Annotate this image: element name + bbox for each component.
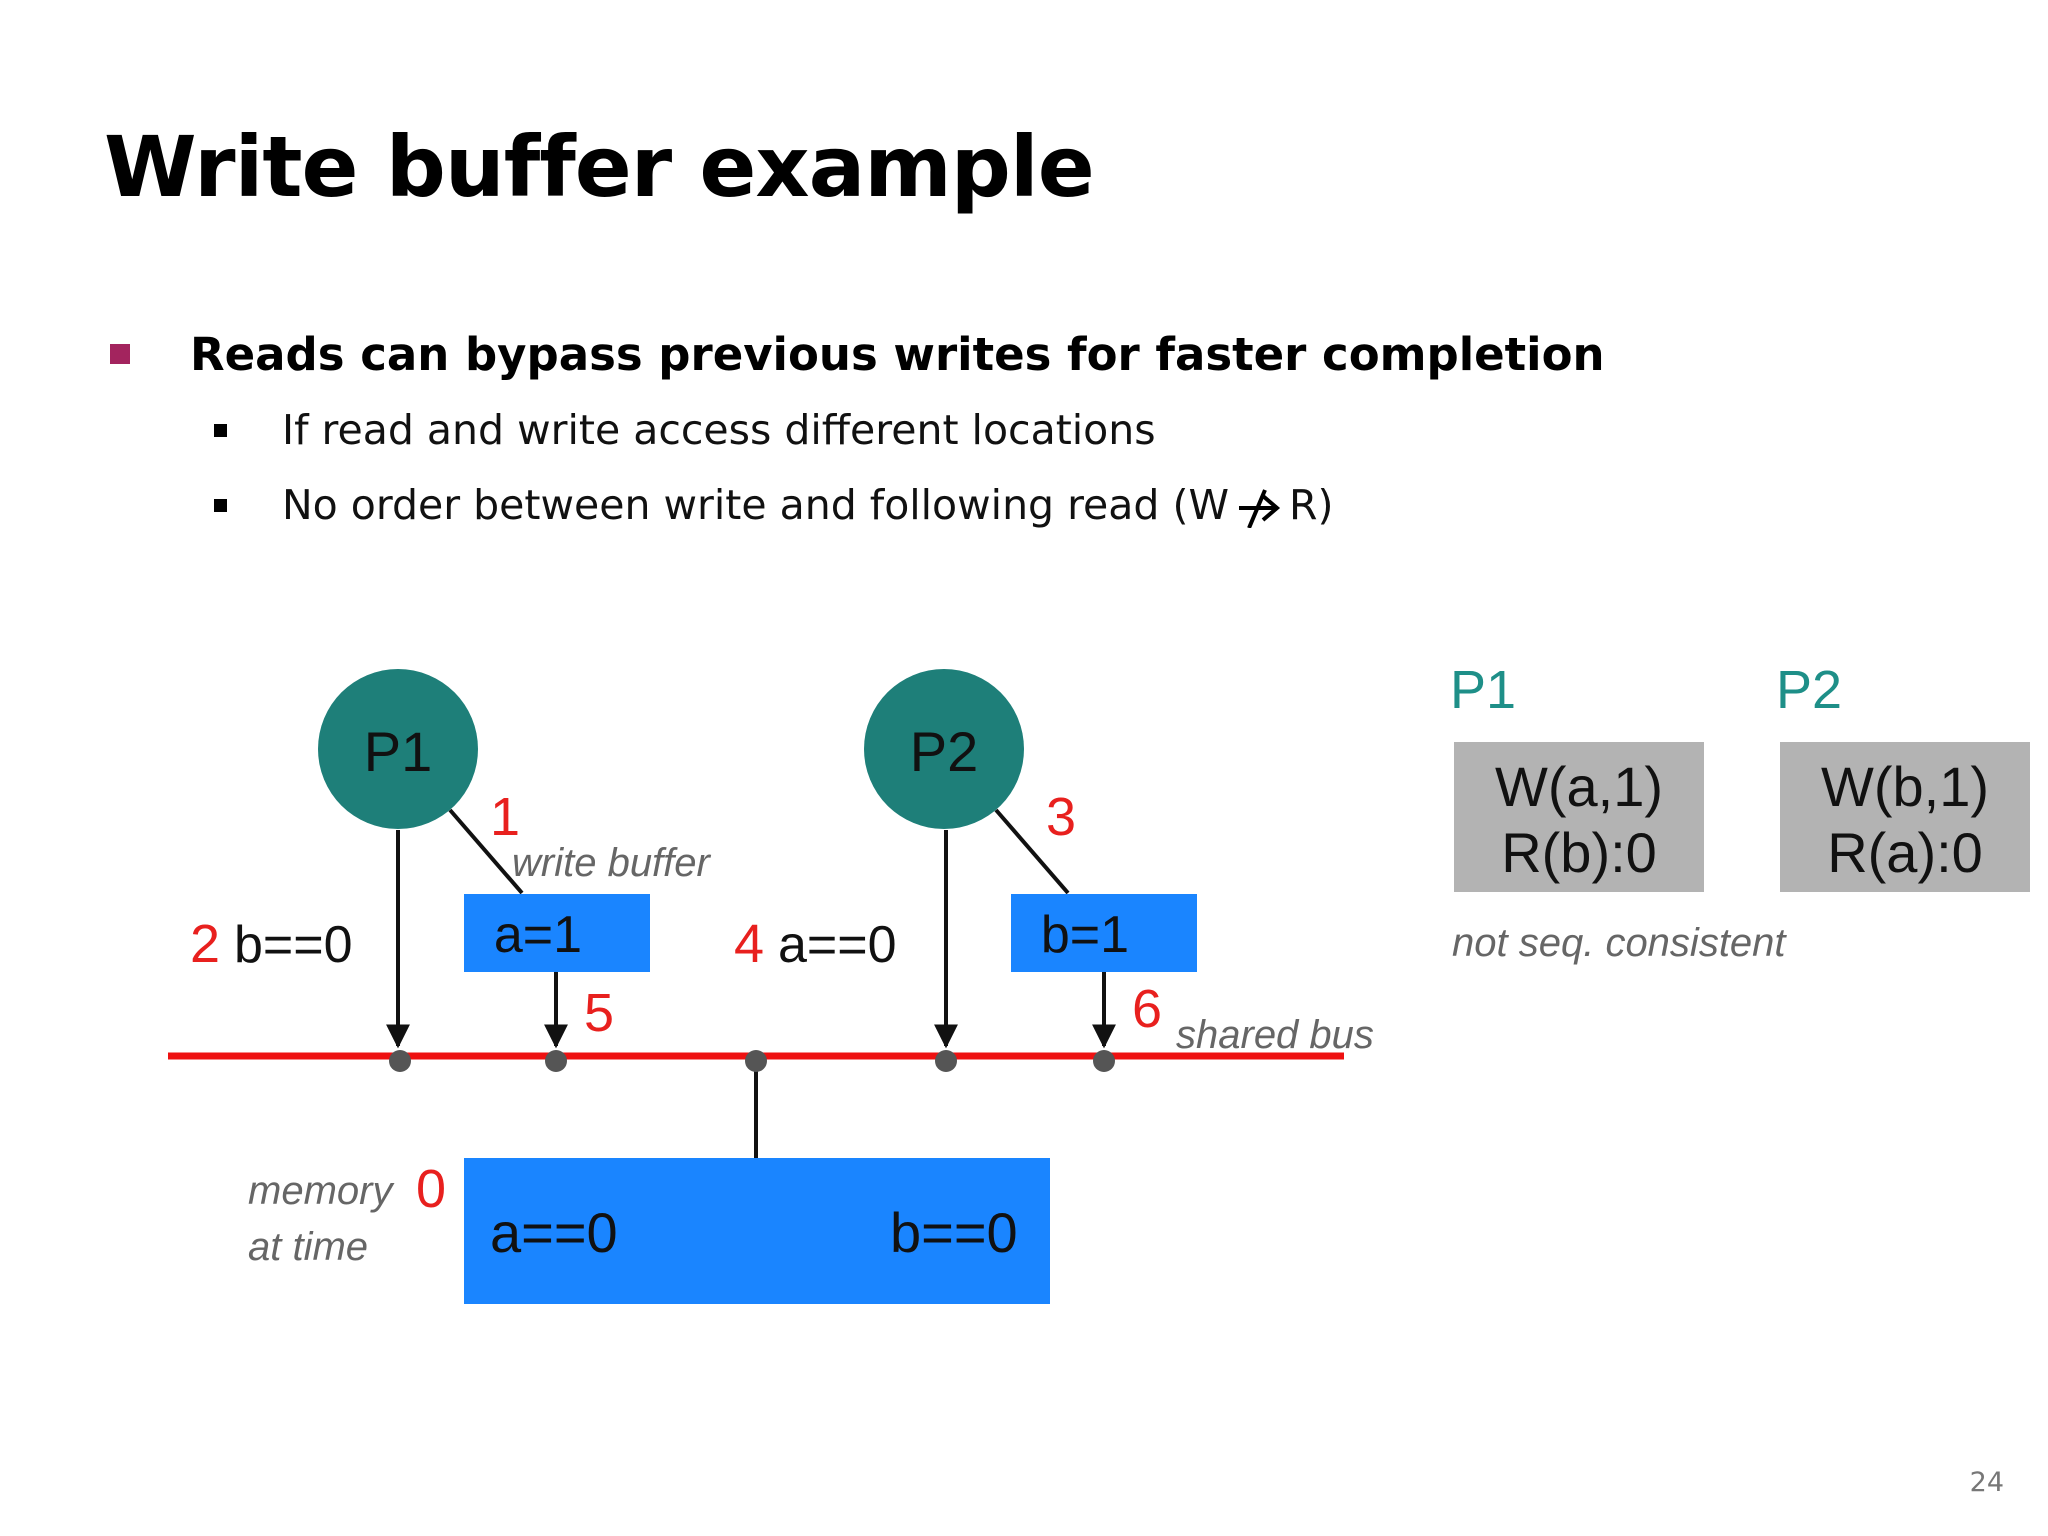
memory-label: memory [248,1169,395,1213]
sub-bullet-2-text-end: R) [1289,481,1334,529]
p2-read-value: a==0 [778,916,897,974]
trace-p2-op-2: R(a):0 [1827,821,1983,884]
step-5-number: 5 [584,983,614,1043]
processor-p1-circle [318,669,478,829]
sub-bullet-2-text-start: No order between write and following rea… [282,481,1230,529]
sub-bullet-2: No order between write and following rea… [214,477,1334,533]
bus-junction-dot [935,1050,957,1072]
trace-p1-header: P1 [1450,660,1516,720]
bus-junction-dot [745,1050,767,1072]
step-2-number: 2 [190,914,220,974]
step-3-number: 3 [1046,787,1076,847]
p1-buffer-value: a=1 [494,906,582,964]
memory-time-label: at time [248,1225,368,1269]
trace-p1-box [1454,742,1704,892]
step-1-number: 1 [490,787,520,847]
memory-a-value: a==0 [490,1201,618,1264]
step-6-number: 6 [1132,979,1162,1039]
shared-bus-label: shared bus [1176,1013,1374,1057]
bus-junction-dot [1093,1050,1115,1072]
sub-bullet-1-text: If read and write access different locat… [282,406,1156,454]
sub-bullet-2-text: No order between write and following rea… [282,481,1334,529]
memory-block [464,1158,1050,1304]
memory-b-value: b==0 [890,1201,1018,1264]
p1-read-value: b==0 [234,916,353,974]
bullet-square-icon [110,344,130,364]
processor-p1-label: P1 [364,720,433,783]
p1-write-buffer [464,894,650,972]
trace-p2-box [1780,742,2030,892]
trace-p1-op-2: R(b):0 [1501,821,1657,884]
not-ordered-arrow-icon [1235,488,1283,529]
write-buffer-label: write buffer [512,841,712,885]
p2-buffer-connector [994,808,1070,895]
bus-junction-dot [389,1050,411,1072]
slide-number: 24 [1969,1467,2004,1498]
p2-buffer-value: b=1 [1041,906,1129,964]
step-4-number: 4 [734,914,764,974]
step-0-number: 0 [416,1159,446,1219]
slide-title: Write buffer example [104,118,1095,216]
p1-buffer-connector [448,808,524,895]
sub-bullet-1: If read and write access different locat… [214,402,1156,458]
trace-caption: not seq. consistent [1452,921,1787,965]
main-bullet: Reads can bypass previous writes for fas… [110,324,1605,384]
sub-bullet-square-icon [214,423,227,437]
processor-p2-label: P2 [910,720,979,783]
processor-p2-circle [864,669,1024,829]
bus-junction-dot [545,1050,567,1072]
sub-bullet-square-icon [214,498,227,512]
main-bullet-text: Reads can bypass previous writes for fas… [190,327,1605,381]
trace-p1-op-1: W(a,1) [1495,755,1663,818]
trace-p2-header: P2 [1776,660,1842,720]
p2-write-buffer [1011,894,1197,972]
trace-p2-op-1: W(b,1) [1821,755,1989,818]
